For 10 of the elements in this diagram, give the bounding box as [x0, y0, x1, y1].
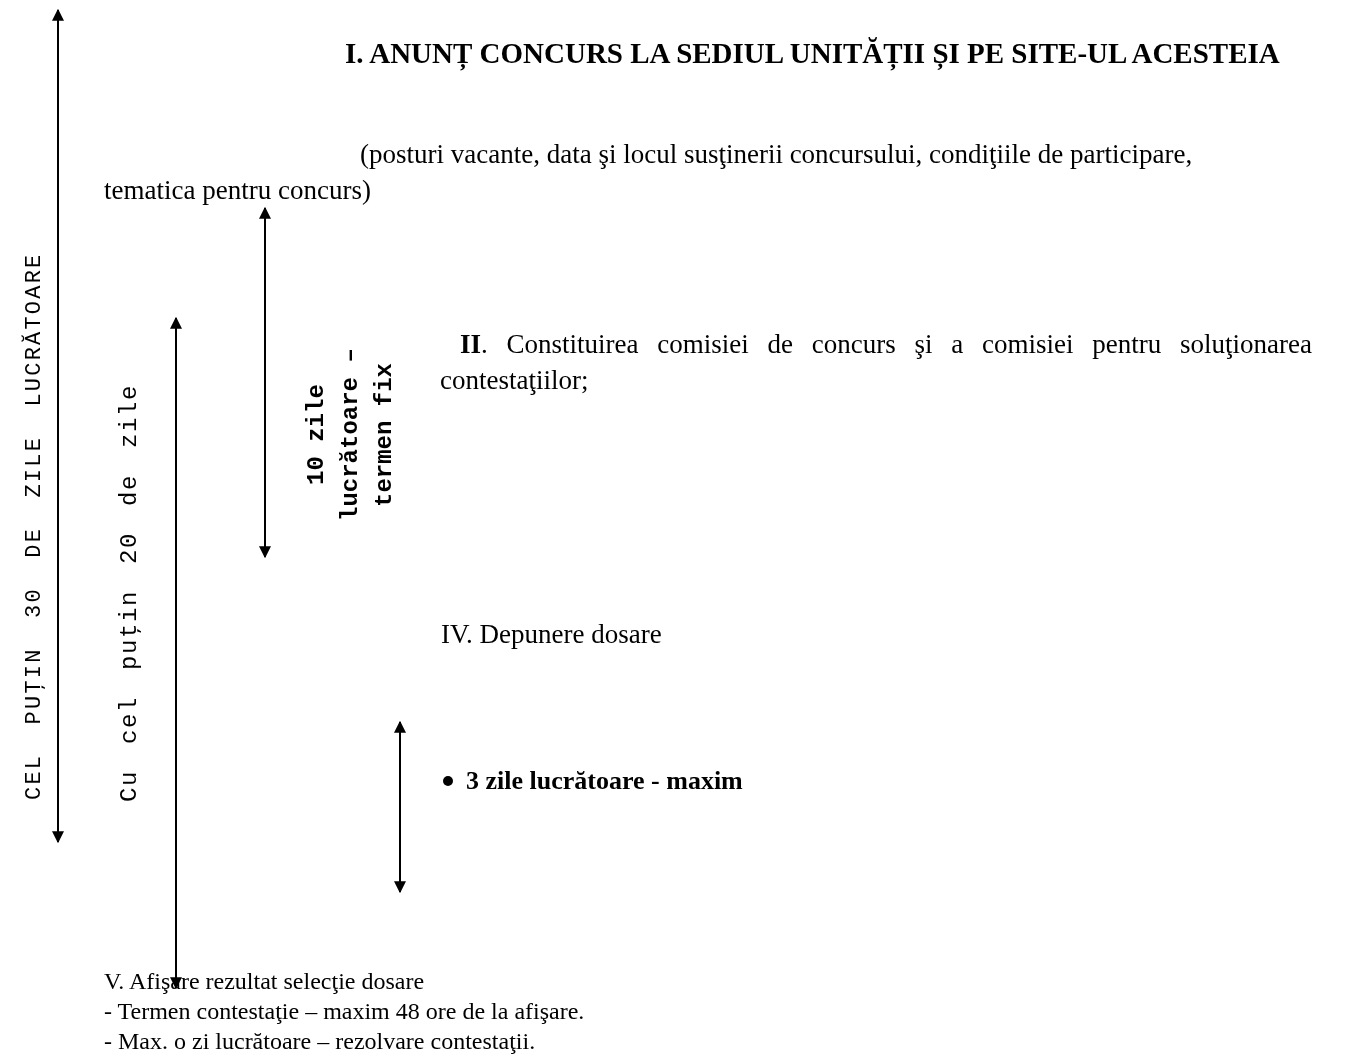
heading: I. ANUNȚ CONCURS LA SEDIUL UNITĂȚII ȘI PE SITE-UL ACESTEIA [345, 36, 1281, 70]
description-text: (posturi vacante, data şi locul susţinerii concursului, condiţiile de participare, tematica pentru concurs) [104, 138, 1194, 207]
step-text: IV. Depunere dosare [441, 618, 662, 650]
vertical-label: Cu cel puţin 20 de zile [116, 382, 143, 802]
step-text: II. Constituirea comisiei de concurs şi a comisiei pentru soluţionarea contestaţiilor; [440, 328, 1312, 397]
duration-text: 3 zile lucrătoare - maxim [466, 765, 743, 797]
note-text: - Max. o zi lucrătoare – rezolvare contestaţii. [104, 1027, 536, 1056]
note-text: - Termen contestaţie – maxim 48 ore de la afişare. [104, 997, 585, 1026]
vertical-label: 10 zile lucrătoare – termen fix [302, 347, 399, 524]
vertical-label: CEL PUŢIN 30 DE ZILE LUCRĂTOARE [22, 251, 47, 800]
